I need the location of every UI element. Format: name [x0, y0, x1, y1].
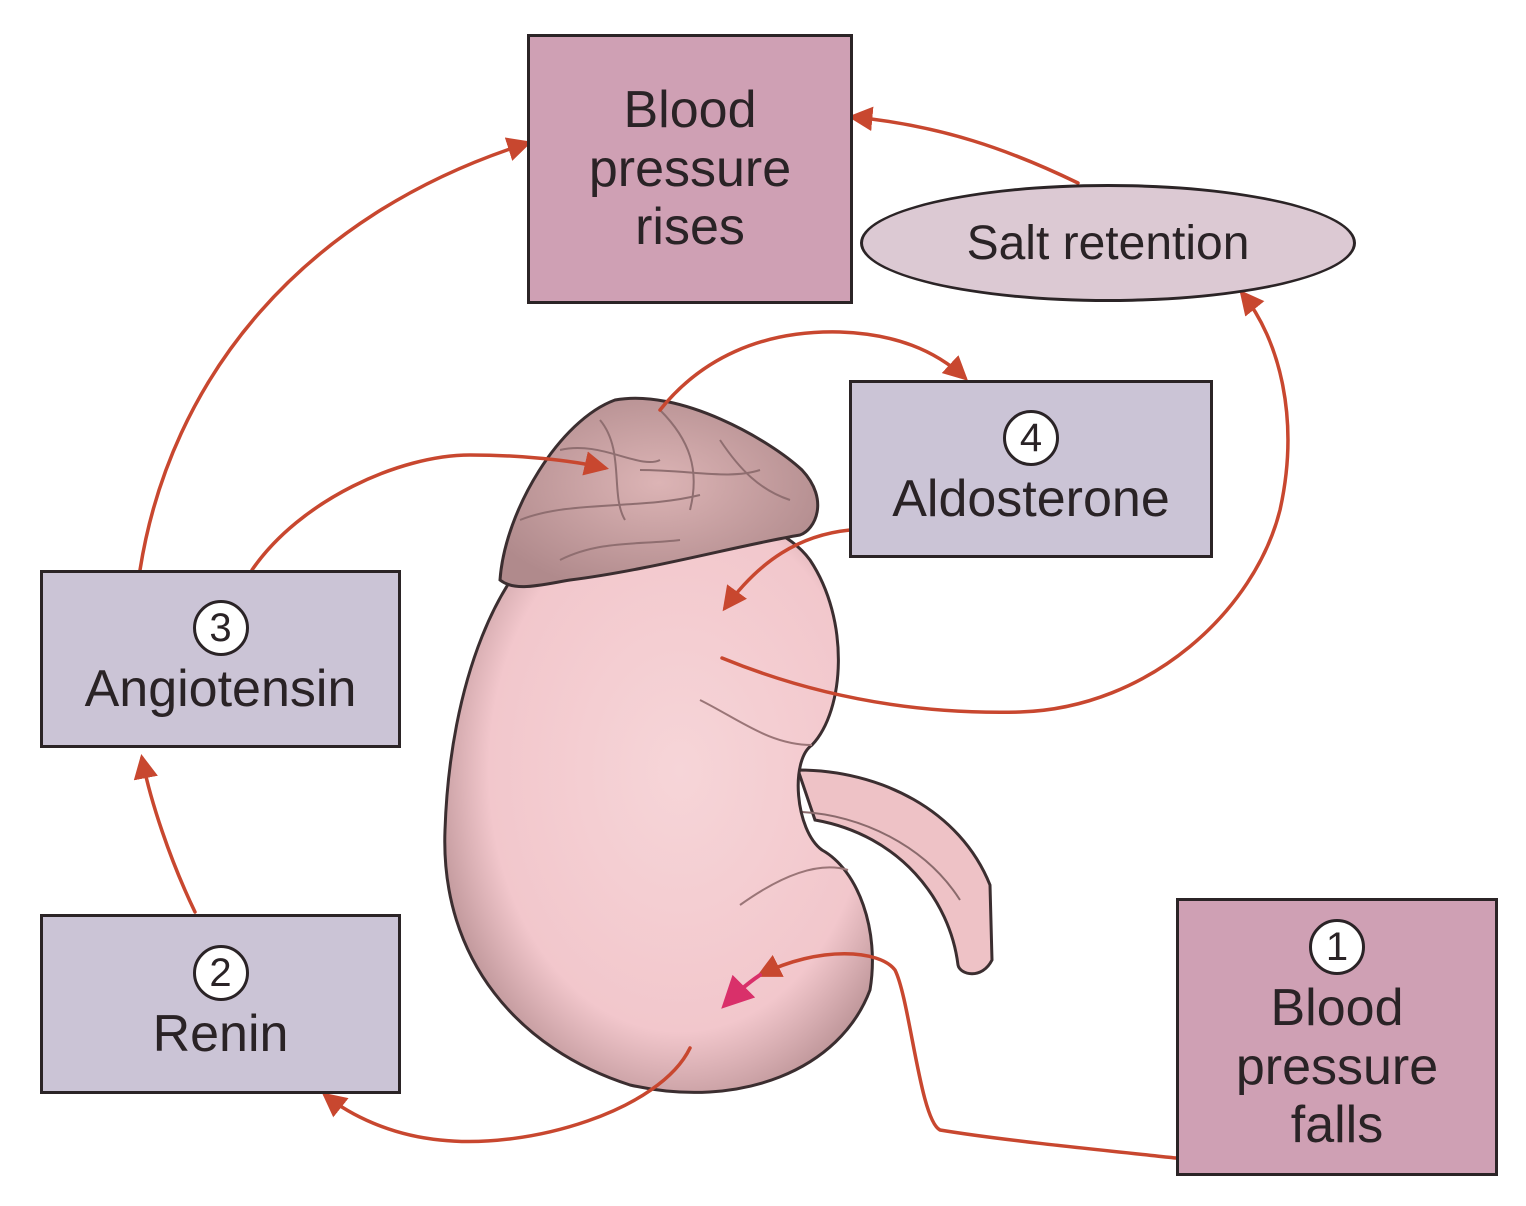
aldosterone-label: Aldosterone [892, 469, 1170, 528]
arrow-angiotensin-to-adrenal [250, 451, 609, 572]
arrow-adrenal-to-aldosterone [658, 330, 968, 412]
bp-rises-line-3: rises [635, 198, 745, 257]
arrow-angiotensin-to-rises [138, 137, 532, 572]
step-3-badge: 3 [192, 599, 249, 656]
arrow-aldosterone-to-kidney [722, 528, 852, 612]
angiotensin-box: 3 Angiotensin [40, 570, 401, 748]
bp-falls-line-1: Blood [1270, 978, 1404, 1037]
aldosterone-box: 4 Aldosterone [849, 380, 1213, 558]
step-4-badge: 4 [1003, 409, 1059, 466]
kidney [443, 506, 874, 1094]
bp-falls-line-2: pressure [1235, 1037, 1439, 1096]
salt-retention-ellipse: Salt retention [860, 184, 1356, 302]
ureter [795, 768, 994, 976]
adrenal-gland [498, 396, 820, 589]
arrow-kidney-pointer [721, 973, 762, 1009]
step-1-badge: 1 [1309, 918, 1365, 975]
renin-label: Renin [152, 1004, 289, 1063]
arrow-renin-to-angiotensin [133, 753, 197, 914]
arrow-falls-to-kidney [756, 952, 1178, 1160]
bp-rises-line-2: pressure [588, 139, 792, 198]
blood-pressure-rises-box: Blood pressure rises [527, 34, 853, 304]
bp-falls-line-3: falls [1290, 1096, 1384, 1155]
renin-box: 2 Renin [40, 914, 401, 1094]
step-2-badge: 2 [192, 944, 249, 1001]
salt-retention-label: Salt retention [966, 216, 1250, 270]
arrow-kidney-to-salt [720, 289, 1290, 714]
arrow-kidney-to-renin [321, 1046, 692, 1144]
bp-rises-line-1: Blood [623, 80, 757, 139]
arrow-salt-to-rises [847, 106, 1080, 185]
blood-pressure-falls-box: 1 Blood pressure falls [1176, 898, 1498, 1176]
angiotensin-label: Angiotensin [84, 659, 357, 718]
